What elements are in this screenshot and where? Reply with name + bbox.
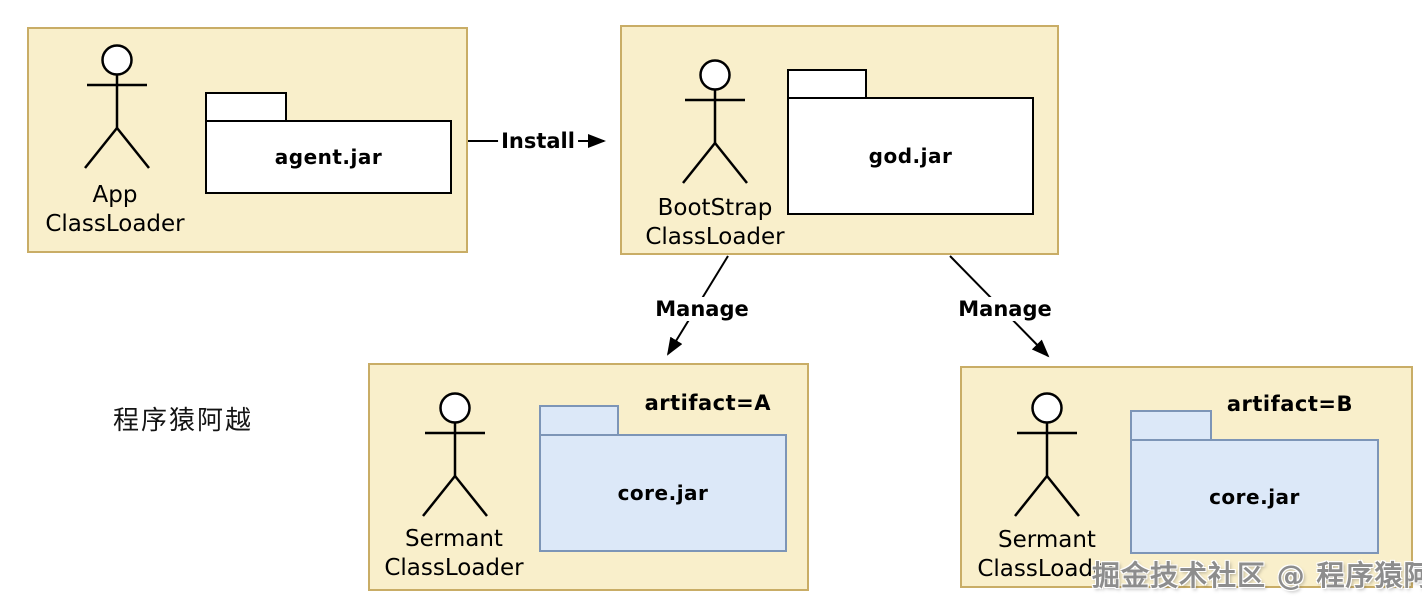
actor-icon — [682, 59, 748, 184]
node-label-line1: BootStrap — [657, 195, 773, 221]
sermant-classloader-node-b: Sermant ClassLoader artifact=B core.jar — [960, 366, 1413, 588]
core-jar-b-label: core.jar — [1209, 484, 1300, 509]
manage-left-arrow-label: Manage — [652, 297, 752, 321]
agent-jar-label: agent.jar — [274, 145, 383, 169]
node-label-line1: Sermant — [405, 526, 503, 552]
app-classloader-node: App ClassLoader agent.jar — [27, 27, 468, 253]
god-jar-label: god.jar — [868, 144, 953, 168]
node-label-line2: ClassLoader — [977, 555, 1117, 582]
core-jar-b-folder-body: core.jar — [1130, 439, 1379, 554]
actor-icon — [1014, 392, 1080, 517]
node-label-line2: ClassLoader — [645, 223, 785, 250]
sermant-classloader-a-label: Sermant ClassLoader — [384, 525, 523, 583]
core-jar-a-folder-icon — [539, 405, 619, 434]
manage-right-arrow-label: Manage — [955, 297, 1055, 321]
core-jar-a-label: core.jar — [617, 481, 709, 505]
bootstrap-classloader-node: BootStrap ClassLoader god.jar — [620, 25, 1059, 255]
god-jar-folder-icon — [787, 69, 867, 97]
app-classloader-label: App ClassLoader — [45, 181, 184, 239]
node-label-line2: ClassLoader — [384, 554, 524, 581]
bootstrap-classloader-label: BootStrap ClassLoader — [645, 194, 784, 252]
install-arrow-label: Install — [498, 129, 578, 153]
author-label: 程序猿阿越 — [113, 406, 254, 436]
core-jar-a-folder-body: core.jar — [539, 434, 787, 552]
sermant-classloader-node-a: Sermant ClassLoader artifact=A core.jar — [368, 363, 809, 591]
watermark: 掘金技术社区 @ 程序猿阿越 — [1092, 559, 1422, 592]
artifact-b-label: artifact=B — [1226, 392, 1353, 416]
agent-jar-folder-body: agent.jar — [205, 120, 452, 194]
sermant-classloader-b-label: Sermant ClassLoader — [977, 526, 1116, 584]
agent-jar-folder-icon — [205, 92, 287, 120]
node-label-line1: Sermant — [998, 527, 1096, 553]
node-label-line2: ClassLoader — [45, 210, 185, 237]
artifact-a-label: artifact=A — [644, 391, 771, 415]
god-jar-folder-body: god.jar — [787, 97, 1034, 215]
node-label-line1: App — [92, 182, 138, 208]
actor-icon — [422, 392, 488, 517]
core-jar-b-folder-icon — [1130, 410, 1212, 439]
actor-icon — [84, 44, 150, 169]
